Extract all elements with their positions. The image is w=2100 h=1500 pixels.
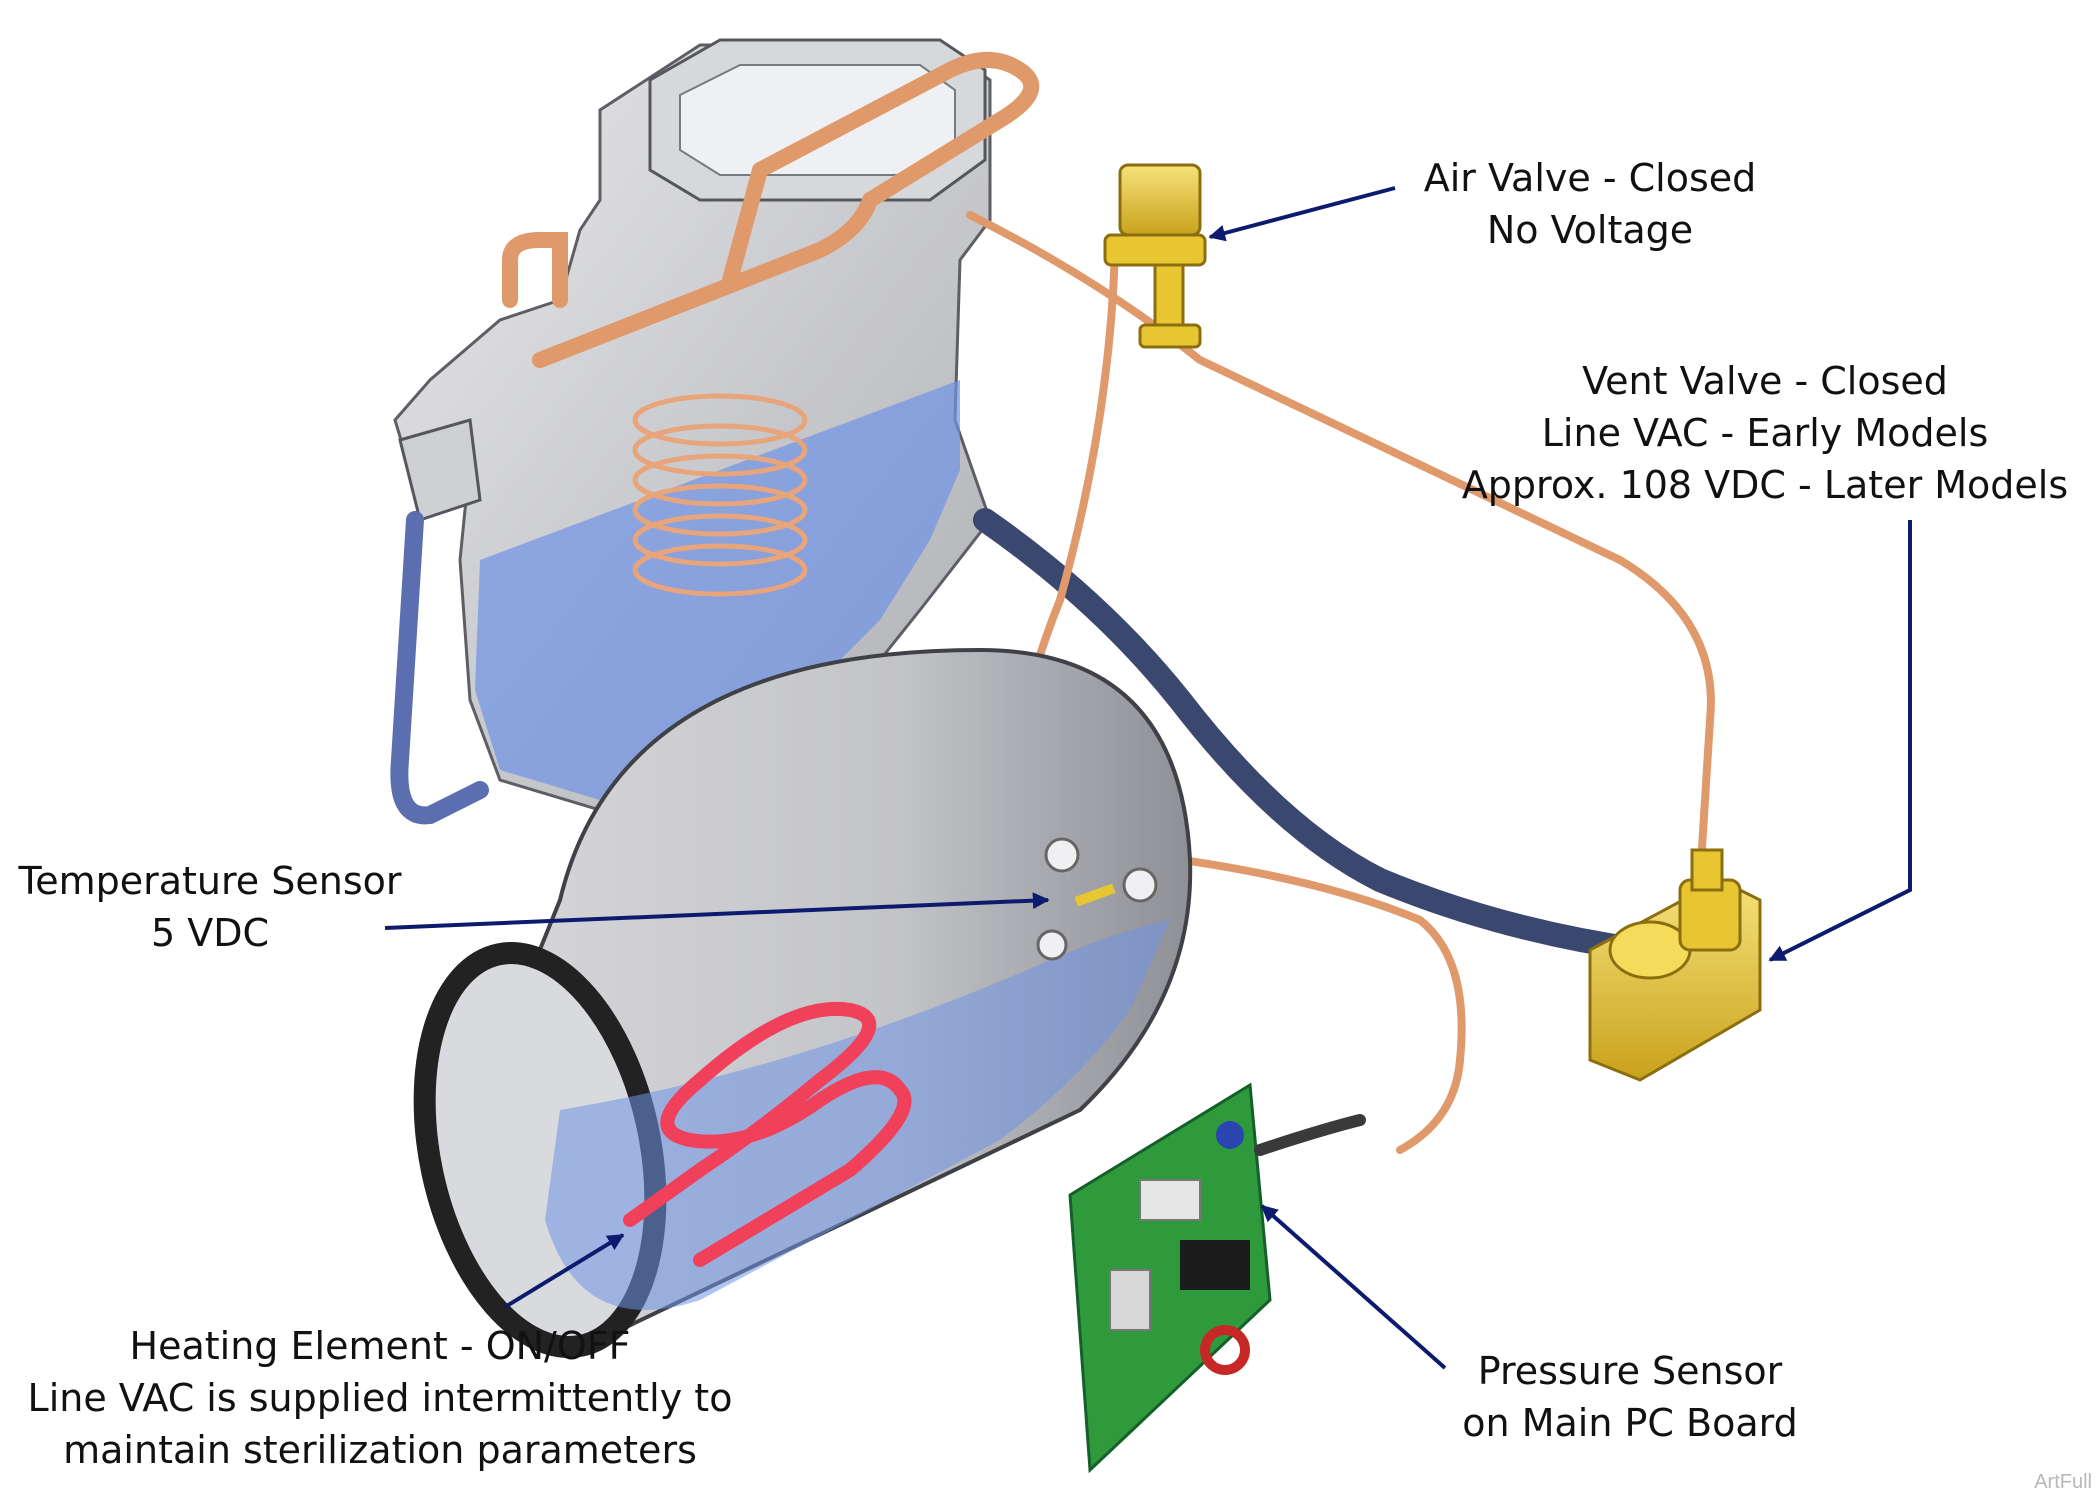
dark-hose (973, 508, 1652, 962)
callout-arrows (384, 186, 1912, 1370)
heating-element-arrow (503, 1233, 625, 1309)
temperature-sensor-label: Temperature Sensor 5 VDC (10, 855, 410, 959)
pressure-sensor-label: Pressure Sensor on Main PC Board (1440, 1345, 1820, 1449)
air-valve-label: Air Valve - Closed No Voltage (1420, 152, 1760, 256)
watermark-text: ArtFull (2034, 1471, 2092, 1493)
temperature-sensor-label-line1: Temperature Sensor (18, 859, 402, 903)
reservoir-water (475, 380, 960, 800)
vent-valve (1588, 848, 1762, 1082)
temperature-sensor-arrow (384, 892, 1050, 930)
vent-valve-label: Vent Valve - Closed Line VAC - Early Mod… (1450, 355, 2080, 511)
pressure-sensor-label-line2: on Main PC Board (1462, 1401, 1798, 1445)
heating-element-label: Heating Element - ON/OFF Line VAC is sup… (20, 1320, 740, 1476)
air-valve-arrow (1208, 186, 1396, 242)
chamber-water (545, 920, 1170, 1310)
air-valve-label-line2: No Voltage (1486, 208, 1694, 252)
air-valve (1103, 163, 1207, 349)
heating-element-label-line3: maintain sterilization parameters (63, 1428, 697, 1472)
vent-valve-label-line2: Line VAC - Early Models (1541, 411, 1989, 455)
vent-valve-label-line1: Vent Valve - Closed (1582, 359, 1948, 403)
reservoir-tank (390, 38, 1040, 825)
vent-valve-label-line3: Approx. 108 VDC - Later Models (1461, 463, 2069, 507)
heating-element (623, 1001, 912, 1267)
drain-tube (390, 511, 489, 825)
heating-element-label-line2: Line VAC is supplied intermittently to (27, 1376, 733, 1420)
vent-valve-arrow (1768, 520, 1912, 962)
temperature-sensor-label-line2: 5 VDC (150, 911, 270, 955)
heating-element-label-line1: Heating Element - ON/OFF (129, 1324, 631, 1368)
main-pc-board (1068, 1082, 1366, 1474)
pressure-sensor-label-line1: Pressure Sensor (1477, 1349, 1783, 1393)
pressure-sensor-arrow (1260, 1204, 1447, 1370)
air-valve-label-line1: Air Valve - Closed (1423, 156, 1757, 200)
